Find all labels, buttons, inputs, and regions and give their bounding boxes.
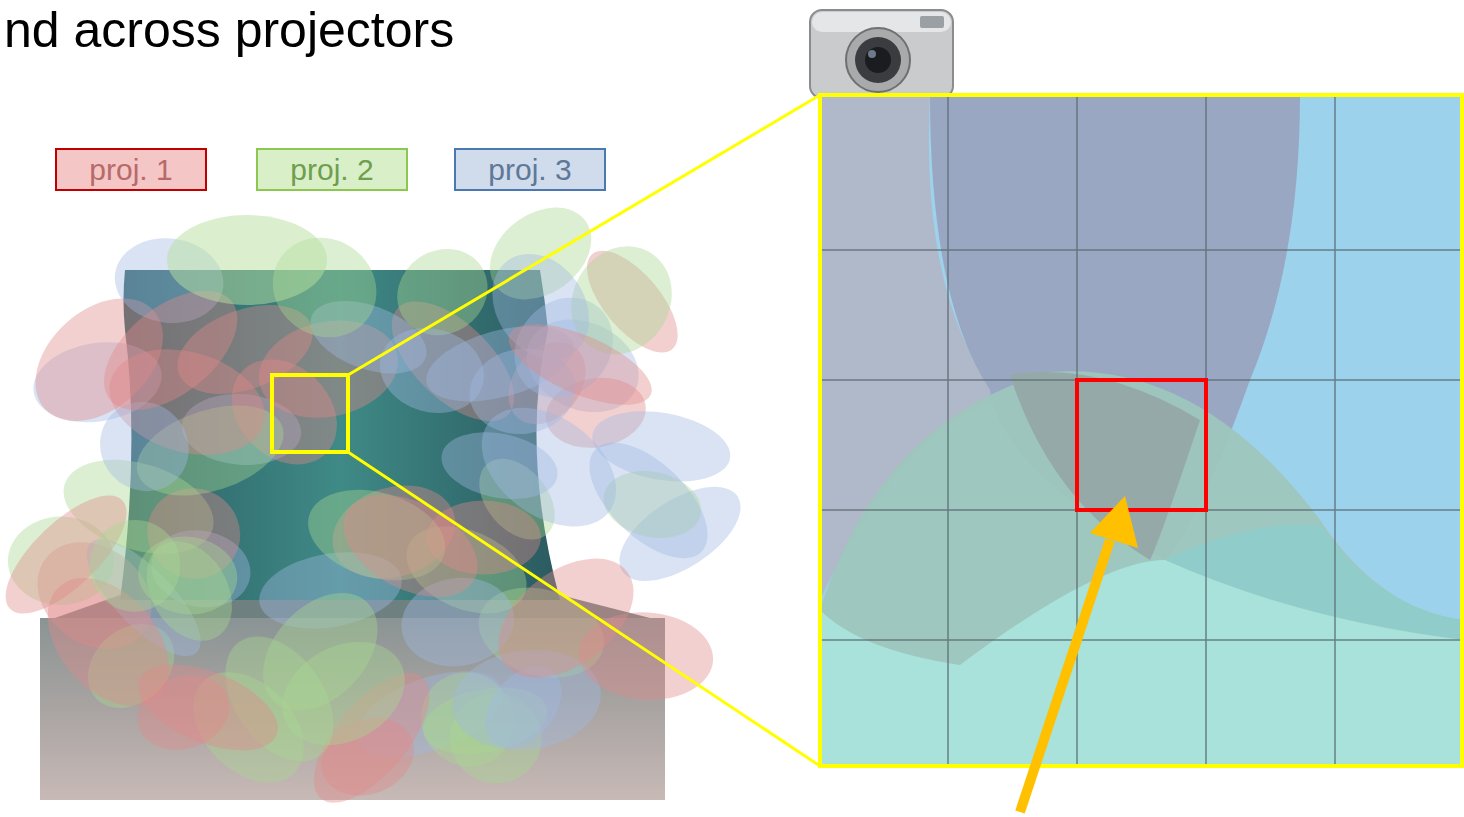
legend-swatch: proj. 1	[55, 148, 207, 191]
legend-label: proj. 1	[79, 153, 182, 187]
zoom-border	[820, 95, 1462, 766]
footprint-ellipse	[240, 571, 400, 733]
legend-swatch: proj. 3	[454, 148, 606, 191]
footprint-ellipse	[370, 316, 494, 425]
legend-label: proj. 3	[478, 153, 581, 187]
zoom-lines	[272, 95, 820, 766]
projector-footprints	[0, 189, 756, 817]
legend-swatch: proj. 2	[256, 148, 408, 191]
camera-pixel	[1077, 380, 1206, 510]
legend-label: proj. 2	[280, 153, 383, 187]
footprint-ellipse	[570, 422, 728, 578]
footprint-ellipse	[81, 512, 188, 620]
footprint-ellipse	[476, 534, 655, 701]
slide-title: nd across projectors	[4, 0, 454, 60]
footprint-ellipse	[167, 215, 327, 305]
camera-icon	[810, 10, 953, 98]
zoom-panel	[820, 95, 1462, 766]
footprint-ellipse	[436, 423, 564, 508]
pointer-arrow	[1020, 496, 1138, 812]
footprint-ellipse	[498, 308, 662, 422]
